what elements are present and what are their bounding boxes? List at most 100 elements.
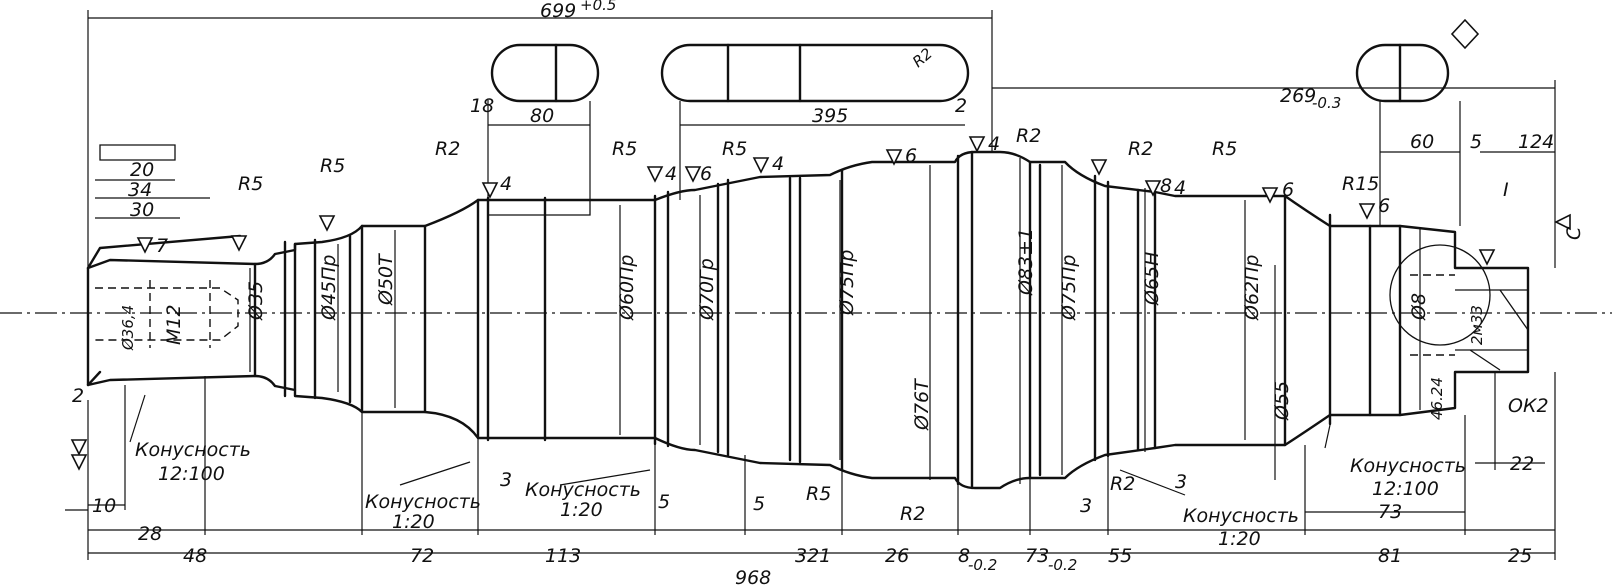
dim-25: 25 xyxy=(1508,545,1532,567)
taper-c-value: 1:20 xyxy=(1218,528,1261,550)
diameter-76: Ø76Т xyxy=(911,378,933,431)
finish-6b: 6 xyxy=(905,145,917,167)
dim-124: 124 xyxy=(1518,131,1554,153)
dim-18: 18 xyxy=(470,95,494,117)
diameter-35: Ø35 xyxy=(245,281,267,321)
dim-26: 26 xyxy=(885,545,909,567)
radius-r15: R15 xyxy=(1342,173,1379,195)
finish-4a: 4 xyxy=(500,173,512,195)
diameter-65: Ø65Н xyxy=(1141,252,1163,306)
finish-4d: 4 xyxy=(988,133,1000,155)
dim-80: 80 xyxy=(530,105,554,127)
taper-b-value: 1:20 xyxy=(560,499,603,521)
finish-4c: 4 xyxy=(772,153,784,175)
dim-8-tol: -0.2 xyxy=(968,556,997,574)
diameter-36-4: Ø36,4 xyxy=(119,305,137,351)
keyway-view-right xyxy=(1355,43,1450,103)
diameter-62: Ø62Пр xyxy=(1241,255,1263,321)
finish-6a: 6 xyxy=(700,163,712,185)
dim-10: 10 xyxy=(92,495,116,517)
dim-72: 72 xyxy=(410,545,434,567)
radius-r5-a: R5 xyxy=(238,173,263,195)
dim-34: 34 xyxy=(128,179,152,201)
taper-c-label: Конусность xyxy=(1183,505,1299,527)
diameter-8: Ø8 xyxy=(1408,293,1430,321)
taper-right-value: 12:100 xyxy=(1372,478,1439,500)
radius-r5-d: R5 xyxy=(722,138,747,160)
diameter-75a: Ø75Пр xyxy=(836,250,858,316)
radius-r5-c: R5 xyxy=(612,138,637,160)
detail-circle xyxy=(1389,244,1491,346)
dim-113: 113 xyxy=(545,545,581,567)
dim-269: 269 xyxy=(1280,85,1316,107)
taper-right-label: Конусность xyxy=(1350,455,1466,477)
ok2-label: ОК2 xyxy=(1508,395,1549,417)
radius-r5-e: R5 xyxy=(1212,138,1237,160)
taper-b-label: Конусность xyxy=(525,479,641,501)
dim-60: 60 xyxy=(1410,131,1434,153)
dim-2-left: 2 xyxy=(72,385,84,407)
radius-r2-e: R2 xyxy=(1110,473,1135,495)
diameter-83: Ø83±1 xyxy=(1015,228,1037,296)
finish-7: 7 xyxy=(156,235,168,257)
dim-c: C xyxy=(1563,226,1585,240)
dim-48: 48 xyxy=(183,545,207,567)
dimension-lines xyxy=(65,10,1556,560)
dim-2-top: 2 xyxy=(955,95,967,117)
dim-968: 968 xyxy=(735,567,771,587)
keyway-view-left xyxy=(490,43,600,103)
finish-symbols xyxy=(70,18,1571,471)
diameter-75b: Ø75Пр xyxy=(1058,255,1080,321)
finish-8: 8 xyxy=(1160,175,1172,197)
dim-73b: 73 xyxy=(1378,501,1402,523)
dim-5a: 5 xyxy=(658,491,670,513)
radius-r2-d: R2 xyxy=(900,503,925,525)
keyway-view-mid xyxy=(660,43,970,103)
dim-395: 395 xyxy=(812,105,848,127)
left-center-hole xyxy=(95,280,239,348)
taper-a-value: 1:20 xyxy=(392,511,435,533)
dim-699: 699 xyxy=(540,0,576,22)
dim-28: 28 xyxy=(138,523,162,545)
diameter-60: Ø60Пр xyxy=(616,255,638,321)
detail-mark: I xyxy=(1503,179,1509,201)
keyway-slot-left xyxy=(488,200,591,216)
shaft-outline xyxy=(86,150,1530,490)
radius-r2-b: R2 xyxy=(1016,125,1041,147)
dim-3b: 3 xyxy=(1080,495,1092,517)
dim-5b: 5 xyxy=(753,493,765,515)
taper-left-label: Конусность xyxy=(135,439,251,461)
dim-46-24: 46.24 xyxy=(1428,377,1446,420)
dim-699-tol: +0.5 xyxy=(580,0,616,14)
dim-5-right: 5 xyxy=(1470,131,1482,153)
finish-4b: 4 xyxy=(665,163,677,185)
radius-r5-b: R5 xyxy=(320,155,345,177)
dim-73a: 73 xyxy=(1025,545,1049,567)
tooth-2m33: 2м33 xyxy=(1468,305,1486,345)
radius-r2-a: R2 xyxy=(435,138,460,160)
thread-m12: M12 xyxy=(163,304,185,345)
taper-left-value: 12:100 xyxy=(158,463,225,485)
dim-3a: 3 xyxy=(500,469,512,491)
dim-3c: 3 xyxy=(1175,471,1187,493)
radius-r2-key: R2 xyxy=(909,44,936,71)
taper-a-label: Конусность xyxy=(365,491,481,513)
dim-8: 8 xyxy=(958,545,970,567)
dim-55: 55 xyxy=(1108,545,1132,567)
diameter-45: Ø45Пр xyxy=(318,255,340,321)
diameter-50: Ø50Т xyxy=(375,253,397,306)
finish-6d: 6 xyxy=(1378,195,1390,217)
dim-321: 321 xyxy=(795,545,831,567)
diameter-55: Ø55 xyxy=(1271,381,1293,421)
dim-30: 30 xyxy=(130,199,154,221)
dim-22: 22 xyxy=(1510,453,1534,475)
dim-81: 81 xyxy=(1378,545,1402,567)
radius-r2-c: R2 xyxy=(1128,138,1153,160)
dim-20: 20 xyxy=(130,159,154,181)
radius-r5-f: R5 xyxy=(806,483,831,505)
dim-269-tol: -0.3 xyxy=(1312,94,1341,112)
diameter-70: Ø70Гр xyxy=(696,258,718,321)
keyway-slot-top-left xyxy=(99,144,176,161)
finish-6c: 6 xyxy=(1282,179,1294,201)
